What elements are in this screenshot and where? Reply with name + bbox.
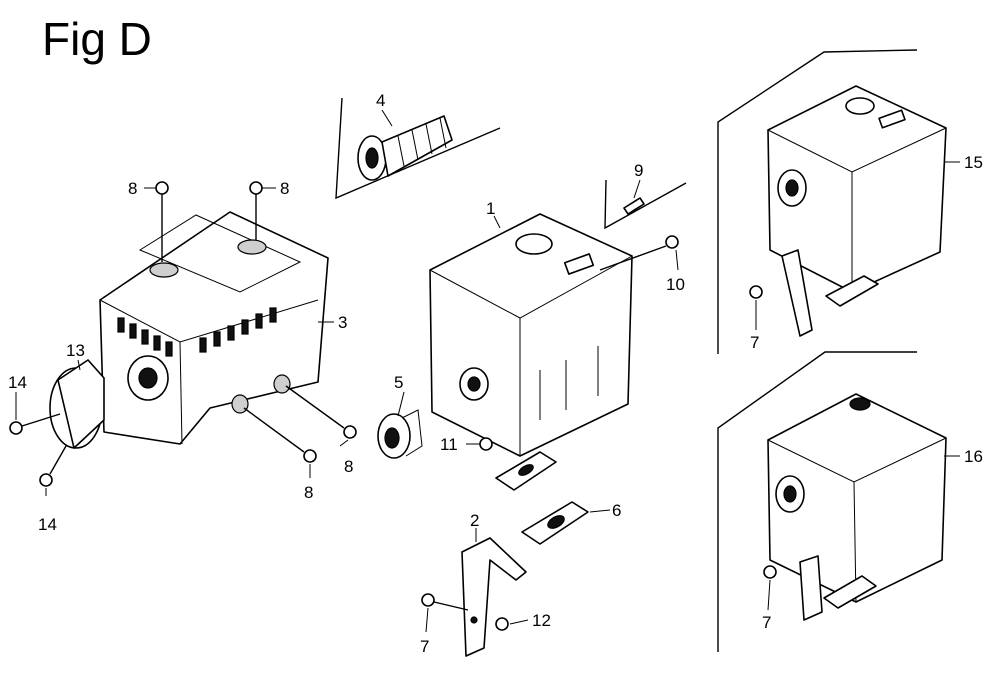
callout-8-lower: 8: [304, 483, 313, 502]
muffler-stay: [461, 537, 527, 657]
nut-11: [479, 437, 493, 451]
callout-14-upper: 14: [8, 373, 27, 392]
gasket-on-muffler: [495, 451, 557, 491]
spark-arrester-screen: [357, 115, 453, 181]
callout-7-bracket: 7: [420, 637, 429, 656]
bolt-10: [599, 235, 679, 271]
bolt-14-lower: [39, 445, 67, 487]
bolt-8-lower: [243, 407, 317, 463]
callout-15: 15: [964, 153, 983, 172]
muffler-assembly-15: [749, 85, 947, 337]
callout-13: 13: [66, 341, 85, 360]
bolt-8-lower-right: [285, 385, 357, 439]
bolt-7-bracket: [421, 593, 469, 611]
panel-frame-muffler-16: [717, 351, 917, 652]
callout-16: 16: [964, 447, 983, 466]
callout-11: 11: [440, 435, 458, 454]
bolt-12: [495, 617, 509, 631]
bolt-14-upper: [9, 413, 61, 435]
panel-frame-muffler-15: [717, 49, 918, 354]
callout-8-top-left: 8: [128, 179, 137, 198]
callout-6: 6: [612, 501, 621, 520]
end-cover: [49, 359, 105, 449]
callout-7-panel-15: 7: [750, 333, 759, 352]
callout-5: 5: [394, 373, 403, 392]
figure-title: Fig D: [42, 13, 152, 65]
callout-8-top-right: 8: [280, 179, 289, 198]
muffler-assembly-16: [763, 393, 947, 621]
callout-14-lower: 14: [38, 515, 57, 534]
panel-frame-bolt: [604, 179, 687, 230]
callout-10: 10: [666, 275, 685, 294]
callout-7-panel-16: 7: [762, 613, 771, 632]
callout-8-lower-right: 8: [344, 457, 353, 476]
bolt-9: [623, 197, 645, 215]
callout-2: 2: [470, 511, 479, 530]
leader-lines: [15, 109, 960, 633]
screen-cap: [377, 409, 423, 459]
callout-9: 9: [634, 161, 643, 180]
callout-12: 12: [532, 611, 551, 630]
gasket: [521, 501, 589, 545]
callout-4: 4: [376, 91, 385, 110]
callout-1: 1: [486, 199, 495, 218]
callout-3: 3: [338, 313, 347, 332]
bolt-8-top-left: [155, 181, 169, 262]
muffler-protector: [99, 211, 329, 445]
muffler: [429, 213, 633, 457]
panel-frame-screen: [335, 97, 501, 200]
